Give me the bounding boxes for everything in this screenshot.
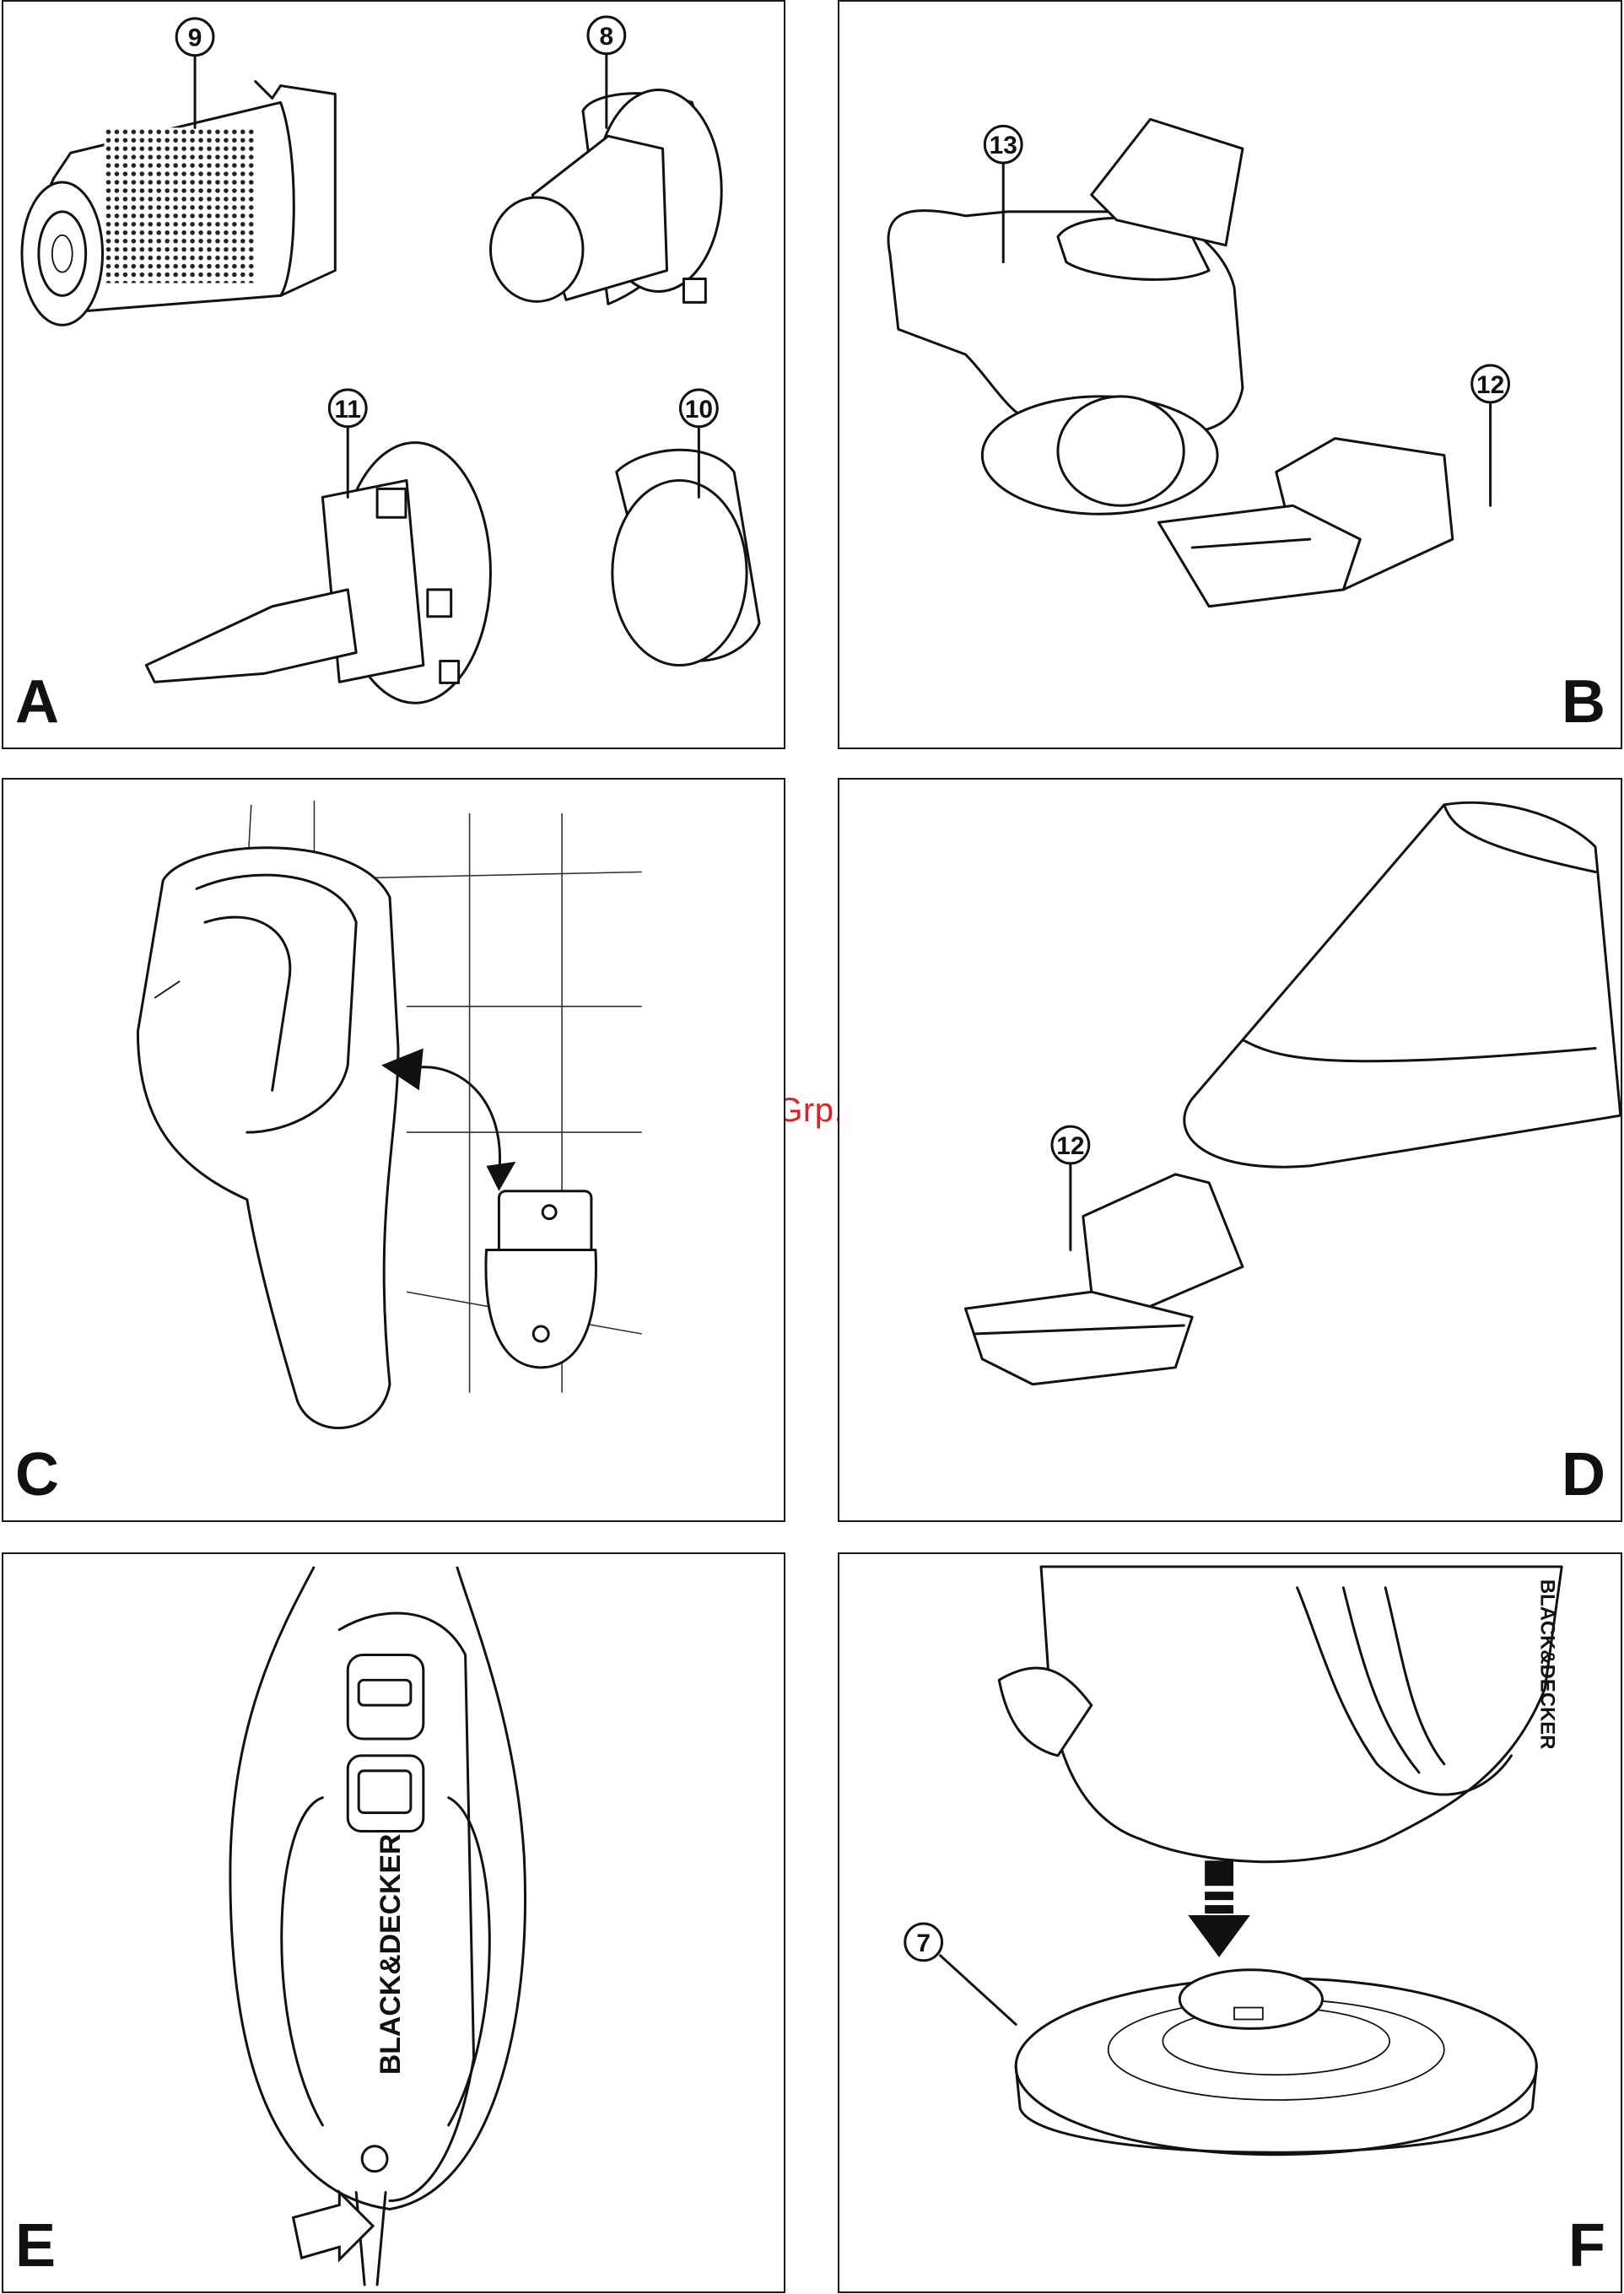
panel-letter-a: A: [15, 672, 59, 732]
panel-d: 12 D: [838, 778, 1622, 1522]
panel-f-illustration: BLACK&DECKER 7: [839, 1554, 1621, 2291]
panel-e-illustration: BLACK&DECKER: [3, 1554, 784, 2291]
panel-e: BLACK&DECKER E: [2, 1552, 785, 2293]
foam-filter-10-drawing: [612, 450, 759, 665]
filter-9-drawing: [22, 82, 335, 326]
crevice-tool-12-drawing: [965, 1174, 1243, 1384]
panel-b: 13 12 B: [838, 0, 1622, 749]
callout-7: 7: [905, 1924, 1016, 2024]
vacuum-handheld-drawing: [138, 848, 398, 1428]
svg-text:9: 9: [188, 24, 202, 52]
vacuum-body-drawing: [999, 1567, 1562, 1862]
svg-text:8: 8: [600, 23, 614, 51]
brand-label-f: BLACK&DECKER: [1535, 1579, 1558, 1750]
panel-letter-e: E: [15, 2216, 56, 2276]
panel-a-illustration: 9 8 11 10: [3, 2, 784, 748]
panel-d-illustration: 12: [839, 780, 1621, 1520]
panel-letter-d: D: [1562, 1444, 1605, 1505]
floor-head-13-drawing: [888, 119, 1243, 514]
down-arrow-drawing: [1188, 1860, 1250, 1957]
panel-letter-c: C: [15, 1444, 59, 1505]
svg-text:13: 13: [990, 132, 1017, 159]
wall-bracket-drawing: [486, 1191, 596, 1368]
panel-c: C: [2, 778, 785, 1522]
panel-f: BLACK&DECKER 7 F: [838, 1552, 1622, 2293]
vacuum-nozzle-drawing: [1184, 802, 1621, 1167]
svg-text:7: 7: [916, 1930, 931, 1957]
charging-base-7-drawing: [1016, 1970, 1536, 2155]
panel-letter-f: F: [1568, 2216, 1605, 2276]
callout-12: 12: [1052, 1126, 1089, 1250]
callout-9: 9: [176, 19, 213, 127]
svg-text:12: 12: [1476, 371, 1504, 399]
arrow-hang: [381, 1049, 515, 1191]
svg-text:12: 12: [1056, 1132, 1084, 1160]
svg-text:11: 11: [334, 396, 361, 424]
brand-label-e: BLACK&DECKER: [375, 1834, 407, 2075]
panel-b-illustration: 13 12: [839, 2, 1621, 748]
panel-a: 9 8 11 10 A: [2, 0, 785, 749]
filter-11-drawing: [146, 443, 490, 704]
panel-letter-b: B: [1562, 672, 1605, 732]
panel-c-illustration: [3, 780, 784, 1520]
svg-text:10: 10: [685, 396, 713, 424]
callout-12: 12: [1472, 365, 1509, 505]
